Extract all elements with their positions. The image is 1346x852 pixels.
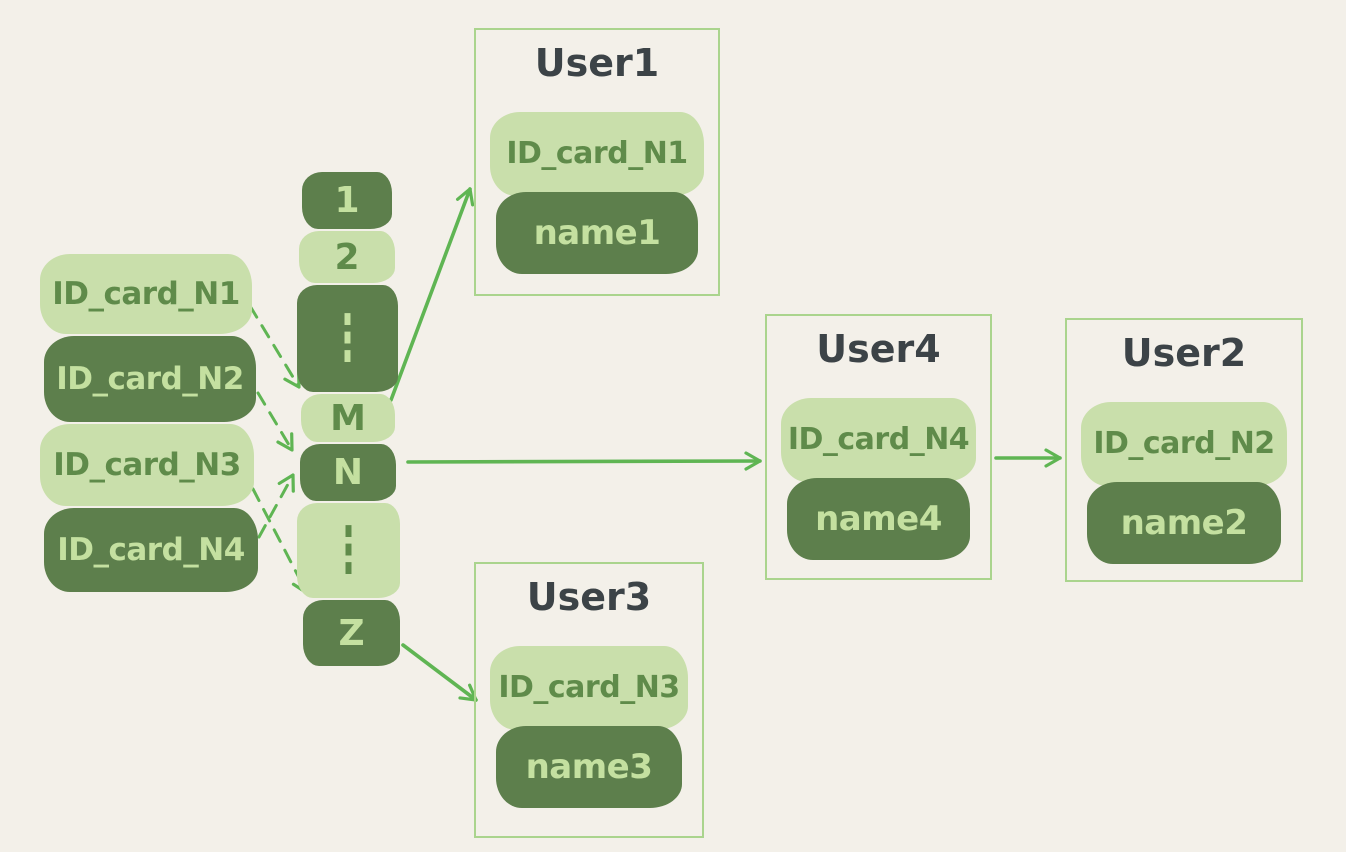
dashed-arrow-idcard-n4-to-bucket-n	[257, 473, 295, 539]
user2-title: User2	[1121, 331, 1247, 375]
user4-id-card-pill: ID_card_N4	[781, 397, 976, 482]
user3-box: User3 ID_card_N3 name3	[474, 562, 704, 838]
user4-box: User4 ID_card_N4 name4	[765, 314, 992, 580]
user1-id-card-pill: ID_card_N1	[490, 111, 704, 196]
user4-title: User4	[816, 327, 941, 371]
user2-name-pill: name2	[1087, 481, 1281, 564]
id-card-n3-pill: ID_card_N3	[40, 424, 254, 506]
id-card-n4-label: ID_card_N4	[57, 532, 245, 568]
dashed-arrow-idcard-n1-to-bucket-m	[248, 304, 301, 389]
bucket-1: 1	[302, 172, 392, 229]
bucket-m-label: M	[330, 397, 366, 439]
id-card-n2-pill: ID_card_N2	[44, 336, 256, 422]
user4-id-card-label: ID_card_N4	[787, 422, 970, 457]
user4-name-pill: name4	[787, 477, 970, 560]
user3-title: User3	[526, 575, 652, 619]
bucket-1-label: 1	[334, 180, 360, 221]
bucket-z-label: Z	[338, 612, 365, 654]
user1-box: User1 ID_card_N1 name1	[474, 28, 720, 296]
user1-title: User1	[534, 41, 660, 85]
user1-id-card-label: ID_card_N1	[506, 136, 688, 171]
user3-name-label: name3	[525, 746, 653, 787]
id-card-n4-pill: ID_card_N4	[44, 508, 258, 592]
bucket-z: Z	[303, 600, 400, 666]
arrow-bucket-m-to-user1	[389, 187, 475, 402]
bucket-ellipsis-upper: ⋮	[297, 285, 398, 392]
user2-id-card-label: ID_card_N2	[1093, 426, 1275, 461]
arrow-bucket-n-to-user4	[406, 451, 762, 471]
bucket-ellipsis-lower: ⋮	[297, 503, 400, 598]
id-card-n1-label: ID_card_N1	[52, 276, 240, 312]
user2-box: User2 ID_card_N2 name2	[1065, 318, 1303, 582]
dashed-arrow-idcard-n2-to-bucket-n	[256, 391, 294, 452]
bucket-ellipsis-lower-label: ⋮	[331, 513, 366, 588]
bucket-m: M	[301, 394, 395, 442]
user3-name-pill: name3	[496, 725, 682, 808]
user1-name-label: name1	[533, 212, 661, 253]
user2-id-card-pill: ID_card_N2	[1081, 401, 1287, 486]
bucket-2-label: 2	[334, 236, 360, 278]
user3-id-card-label: ID_card_N3	[498, 670, 680, 705]
user3-id-card-pill: ID_card_N3	[490, 645, 688, 730]
bucket-n-label: N	[332, 452, 364, 493]
bucket-ellipsis-upper-label: ⋮	[330, 301, 365, 376]
bucket-n: N	[300, 444, 396, 501]
arrow-bucket-z-to-user3	[401, 643, 478, 702]
id-card-n1-pill: ID_card_N1	[40, 254, 252, 334]
id-card-n2-label: ID_card_N2	[56, 361, 244, 397]
bucket-2: 2	[299, 231, 395, 283]
user1-name-pill: name1	[496, 191, 698, 274]
user2-name-label: name2	[1120, 502, 1248, 543]
user4-name-label: name4	[815, 498, 942, 539]
id-card-n3-label: ID_card_N3	[53, 447, 241, 483]
